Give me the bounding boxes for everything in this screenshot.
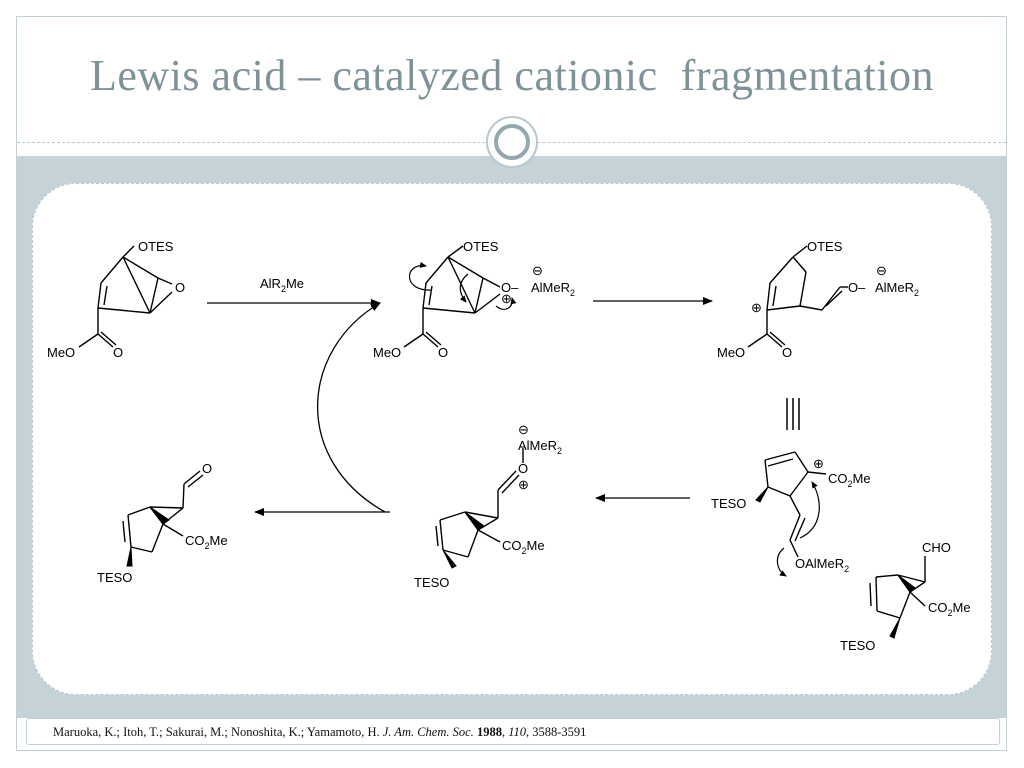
s1-carbonyl-o-label: O: [113, 345, 123, 360]
s6-co2me-label: CO2Me: [502, 538, 545, 556]
circle-ornament-icon: [486, 116, 538, 168]
citation-year: 1988: [476, 725, 502, 739]
s5-teso-label: TESO: [840, 638, 875, 653]
s6-o-label: O: [518, 461, 528, 476]
s6-almer2-label: AlMeR2: [518, 438, 562, 456]
catalyst-return-arc: [316, 302, 386, 513]
s4-teso-label: TESO: [711, 496, 746, 511]
s7-co2me-label: CO2Me: [185, 533, 228, 551]
s3-minus-charge: ⊖: [876, 263, 887, 278]
s6-plus-charge: ⊕: [518, 477, 529, 492]
structure-3-cation: [747, 245, 848, 348]
s1-otes-label: OTES: [138, 239, 174, 254]
citation-bar: Maruoka, K.; Itoh, T.; Sakurai, M.; Nono…: [26, 718, 1000, 745]
equivalence-symbol: [786, 398, 800, 430]
s5-cho-label: CHO: [922, 540, 951, 555]
citation-volume: 110: [508, 725, 527, 739]
s1-epoxide-o-label: O: [175, 280, 185, 295]
s4-co2me-label: CO2Me: [828, 471, 871, 489]
s2-otes-label: OTES: [463, 239, 499, 254]
s3-almer2-label: AlMeR2: [875, 280, 919, 298]
s3-plus-charge: ⊕: [751, 300, 762, 315]
s6-minus-charge: ⊖: [518, 422, 529, 437]
circle-ornament-inner: [494, 124, 530, 160]
s3-o-dash-label: O–: [848, 280, 866, 295]
s4-oalmer2-label: OAlMeR2: [795, 556, 849, 574]
s4-plus-charge: ⊕: [813, 456, 824, 471]
slide-title: Lewis acid – catalyzed cationic fragment…: [90, 51, 934, 100]
citation-journal: J. Am. Chem. Soc.: [382, 725, 474, 739]
s3-carbonyl-o-label: O: [782, 345, 792, 360]
s2-o-dash-label: O–: [501, 280, 519, 295]
s2-almer2-label: AlMeR2: [531, 280, 575, 298]
structure-7-aldehyde-product: [122, 470, 204, 567]
s1-meo-label: MeO: [47, 345, 75, 360]
s2-plus-charge: ⊕: [501, 291, 512, 306]
citation-pages: , 3588-3591: [526, 725, 587, 739]
s2-minus-charge: ⊖: [532, 263, 543, 278]
structure-1-epoxide: [78, 245, 173, 348]
reagent-label: AlR2Me: [260, 276, 304, 294]
structure-4-cyclopentene: [755, 451, 827, 577]
structure-6-complex: [435, 448, 524, 569]
scheme-panel: [32, 183, 992, 695]
s5-co2me-label: CO2Me: [928, 600, 971, 618]
s2-carbonyl-o-label: O: [438, 345, 448, 360]
s3-meo-label: MeO: [717, 345, 745, 360]
s6-teso-label: TESO: [414, 575, 449, 590]
structure-5-cho-product: [869, 556, 926, 639]
s3-otes-label: OTES: [807, 239, 843, 254]
citation-text: Maruoka, K.; Itoh, T.; Sakurai, M.; Nono…: [53, 725, 587, 739]
s2-meo-label: MeO: [373, 345, 401, 360]
s7-aldehyde-o-label: O: [202, 461, 212, 476]
s7-teso-label: TESO: [97, 570, 132, 585]
citation-authors: Maruoka, K.; Itoh, T.; Sakurai, M.; Nono…: [53, 725, 383, 739]
structure-2-complex: [403, 245, 517, 348]
